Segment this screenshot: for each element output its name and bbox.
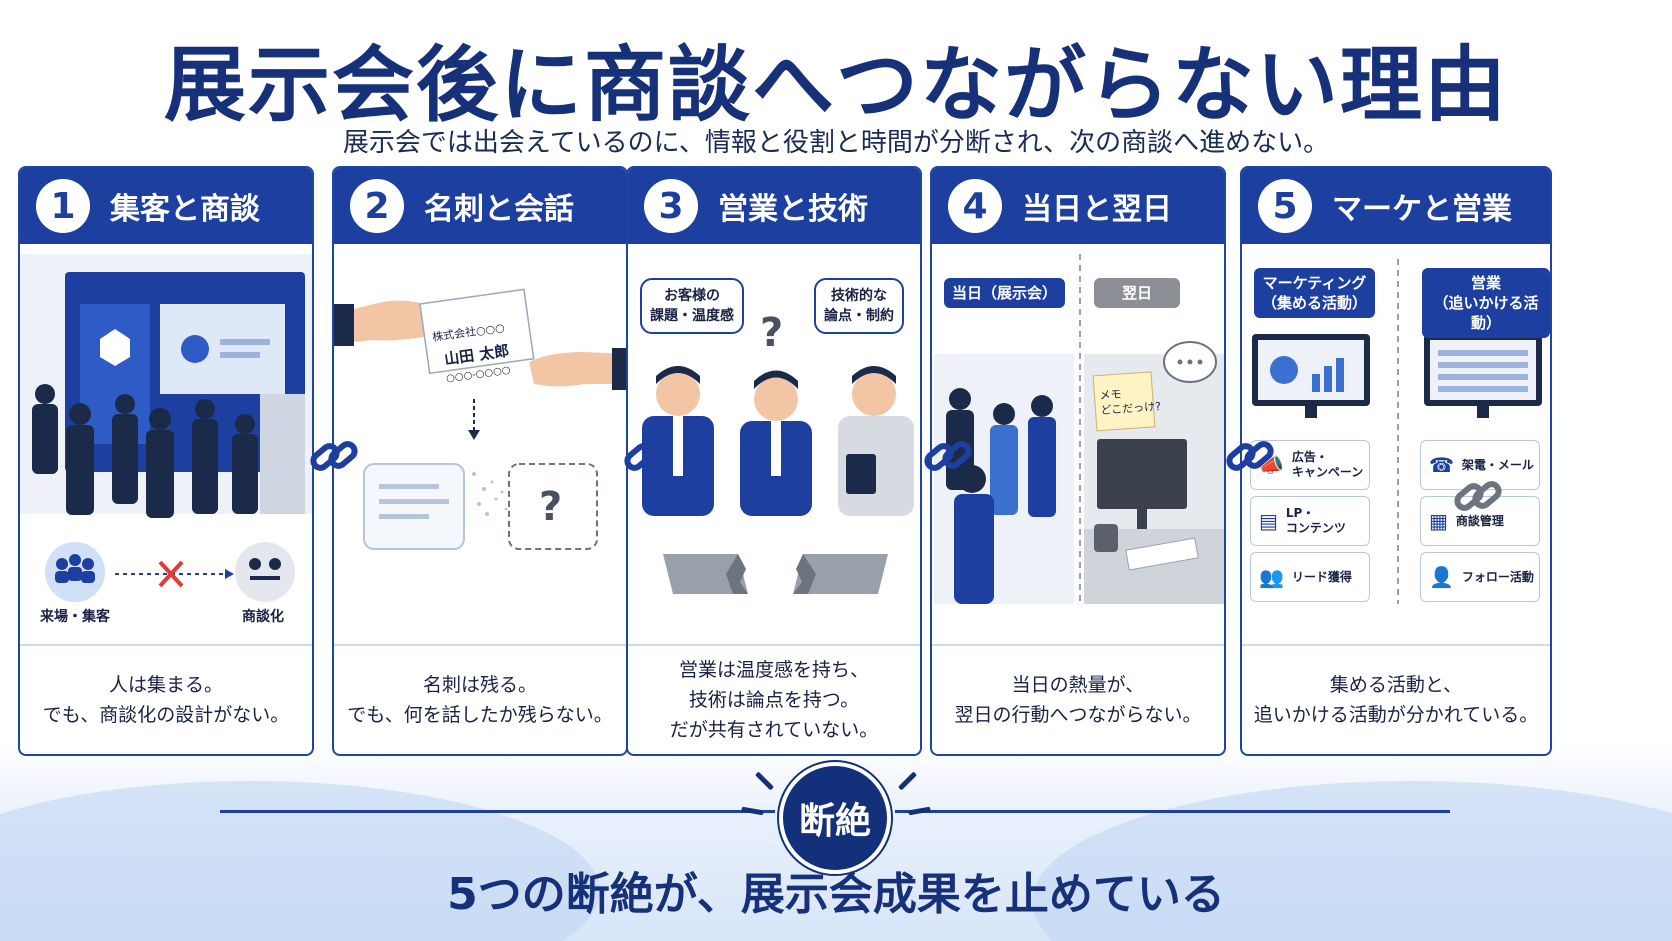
document-icon: ▤ <box>1259 509 1278 533</box>
panel-number: 5 <box>1258 179 1312 233</box>
tag-marketing: マーケティング （集める活動） <box>1254 268 1376 318</box>
panel-3: 3 営業と技術 <box>626 166 922 756</box>
page-title: 展示会後に商談へつながらない理由 <box>163 38 1508 133</box>
feature-label: 架電・メール <box>1461 457 1534 472</box>
feature-label: 広告・ キャンペーン <box>1291 450 1364 479</box>
feature-label: リード獲得 <box>1291 569 1352 584</box>
panel-illustration: 来場・集客 商談化 <box>20 244 312 646</box>
tag-next-day: 翌日 <box>1094 278 1181 308</box>
feature-label: LP・ コンテンツ <box>1285 506 1346 535</box>
bubble-customer-issues: お客様の 課題・温度感 <box>640 278 744 334</box>
feature-lead-acquisition: 👥 リード獲得 <box>1250 552 1370 602</box>
panel-4: 4 当日と翌日 <box>930 166 1226 756</box>
feature-lp-content: ▤ LP・ コンテンツ <box>1250 496 1370 546</box>
conclusion-text: 5つの断絶が、展示会成果を止めている <box>447 869 1225 920</box>
panel-header: 3 営業と技術 <box>628 168 920 244</box>
divider-left <box>220 810 775 813</box>
panel-title: マーケと営業 <box>1332 192 1512 227</box>
panel-illustration: 当日（展示会） 翌日 メモ どこだっけ? <box>932 244 1224 646</box>
broken-link-icon <box>624 441 672 471</box>
panel-number: 1 <box>36 179 90 233</box>
disconnection-badge: 断絶 <box>779 762 891 874</box>
panel-caption: 集める活動と、 追いかける活動が分かれている。 <box>1242 644 1550 754</box>
broken-link-icon <box>924 441 972 471</box>
tag-event-day: 当日（展示会） <box>944 278 1066 308</box>
panel-caption: 人は集まる。 でも、商談化の設計がない。 <box>20 644 312 754</box>
panel-2: 2 名刺と会話 <box>332 166 628 756</box>
panel-number: 3 <box>644 179 698 233</box>
panel-title: 当日と翌日 <box>1022 192 1172 227</box>
feature-label: 商談管理 <box>1455 513 1504 528</box>
day-comparison-illustration <box>934 254 1224 604</box>
user-icon: 👤 <box>1429 565 1454 589</box>
question-mark: ? <box>539 484 563 530</box>
panel-header: 1 集客と商談 <box>20 168 312 244</box>
phone-icon: ☎ <box>1429 453 1454 477</box>
panel-illustration: マーケティング （集める活動） 営業 （追いかける活動） 📣 広告・ キャンペー… <box>1242 244 1550 646</box>
panel-title: 集客と商談 <box>110 192 260 227</box>
panel-caption: 当日の熱量が、 翌日の行動へつながらない。 <box>932 644 1224 754</box>
label-deal: 商談化 <box>242 609 284 625</box>
panel-header: 5 マーケと営業 <box>1242 168 1550 244</box>
panel-number: 2 <box>350 179 404 233</box>
label-visitors: 来場・集客 <box>40 609 110 625</box>
panel-number: 4 <box>948 179 1002 233</box>
panel-caption: 名刺は残る。 でも、何を話したか残らない。 <box>334 644 626 754</box>
people-icon: 👥 <box>1259 565 1284 589</box>
broken-link-icon <box>310 441 358 471</box>
tag-sales: 営業 （追いかける活動） <box>1422 268 1550 338</box>
panel-1: 1 集客と商談 <box>18 166 314 756</box>
panel-header: 2 名刺と会話 <box>334 168 626 244</box>
panel-illustration: 株式会社○○○ 山田 太郎 ○○○-○○○○ ? <box>334 244 626 646</box>
panel-title: 名刺と会話 <box>424 192 574 227</box>
booth-illustration <box>20 254 312 602</box>
panel-header: 4 当日と翌日 <box>932 168 1224 244</box>
bubble-technical-points: 技術的な 論点・制約 <box>814 278 904 334</box>
broken-link-icon <box>1454 481 1502 511</box>
business-card-illustration <box>334 288 626 550</box>
panel-5: 5 マーケと営業 <box>1240 166 1552 756</box>
feature-label: フォロー活動 <box>1461 569 1534 584</box>
panel-title: 営業と技術 <box>718 192 868 227</box>
sales-engineer-illustration <box>642 366 914 594</box>
calendar-icon: ▦ <box>1429 509 1448 533</box>
page-subtitle: 展示会では出会えているのに、情報と役割と時間が分断され、次の商談へ進めない。 <box>342 128 1330 158</box>
feature-call-email: ☎ 架電・メール <box>1420 440 1540 490</box>
marketing-sales-illustration <box>1252 259 1542 604</box>
panel-caption: 営業は温度感を持ち、 技術は論点を持つ。 だが共有されていない。 <box>628 644 920 754</box>
divider-right <box>895 810 1450 813</box>
broken-link-icon <box>1226 441 1274 471</box>
feature-follow-up: 👤 フォロー活動 <box>1420 552 1540 602</box>
panel-illustration: お客様の 課題・温度感 技術的な 論点・制約 ? <box>628 244 920 646</box>
question-mark: ? <box>760 310 784 356</box>
memo-note: メモ どこだっけ? <box>1099 387 1162 418</box>
